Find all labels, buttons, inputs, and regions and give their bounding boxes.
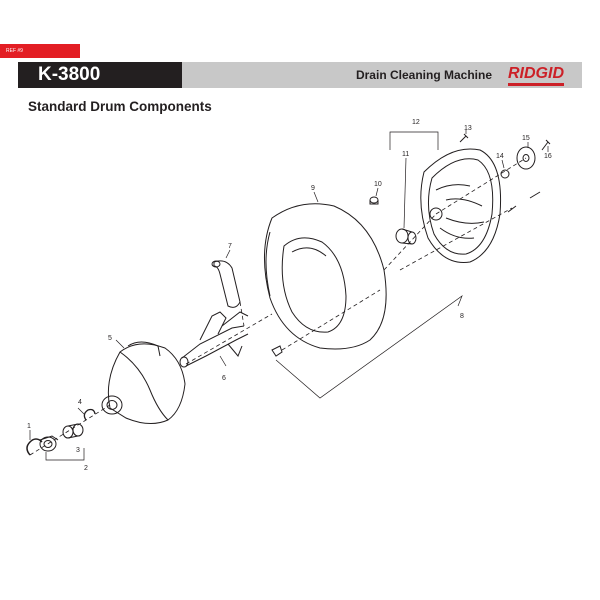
callout-5: 5 <box>108 335 112 342</box>
callout-7: 7 <box>228 243 232 250</box>
ref-tag: REF #9 <box>0 44 80 58</box>
part-13-screw <box>459 133 469 143</box>
callout-4: 4 <box>78 399 82 406</box>
part-12-back-plate <box>420 148 502 263</box>
section-title: Standard Drum Components <box>28 99 212 114</box>
callout-10: 10 <box>374 181 382 188</box>
machine-name: Drain Cleaning Machine <box>355 68 492 82</box>
part-16-screw <box>541 139 551 151</box>
part-2-nut <box>39 435 59 452</box>
part-9-drum <box>264 203 387 350</box>
part-5-drum-cover <box>101 341 186 424</box>
callout-15: 15 <box>522 135 530 142</box>
callout-11: 11 <box>402 151 409 158</box>
part-3-bushing <box>62 423 84 439</box>
part-4-clip <box>83 408 96 421</box>
part-7-hose <box>211 260 241 308</box>
part-14-washer <box>500 169 510 179</box>
part-10-fitting <box>369 196 379 205</box>
part-11-spacer <box>395 228 417 245</box>
leader-lines <box>29 130 549 461</box>
part-1-snap-ring <box>26 438 43 456</box>
part-8-hardware <box>271 191 541 357</box>
part-15-cover-plate <box>516 146 536 170</box>
callout-9: 9 <box>311 185 315 192</box>
callout-14: 14 <box>496 153 504 160</box>
callout-3: 3 <box>76 447 80 454</box>
callout-6: 6 <box>222 375 226 382</box>
callout-2: 2 <box>84 465 88 472</box>
brand-logo: RIDGID <box>508 65 564 86</box>
assembly-axis <box>29 157 527 456</box>
callout-16: 16 <box>544 153 552 160</box>
part-6-drive-hub <box>179 311 249 368</box>
callout-12: 12 <box>412 119 420 126</box>
callout-1: 1 <box>27 423 31 430</box>
callout-13: 13 <box>464 125 472 132</box>
model-label: K-3800 <box>18 62 182 88</box>
header-bar: Drain Cleaning Machine RIDGID <box>182 62 582 88</box>
callout-8: 8 <box>460 313 464 320</box>
